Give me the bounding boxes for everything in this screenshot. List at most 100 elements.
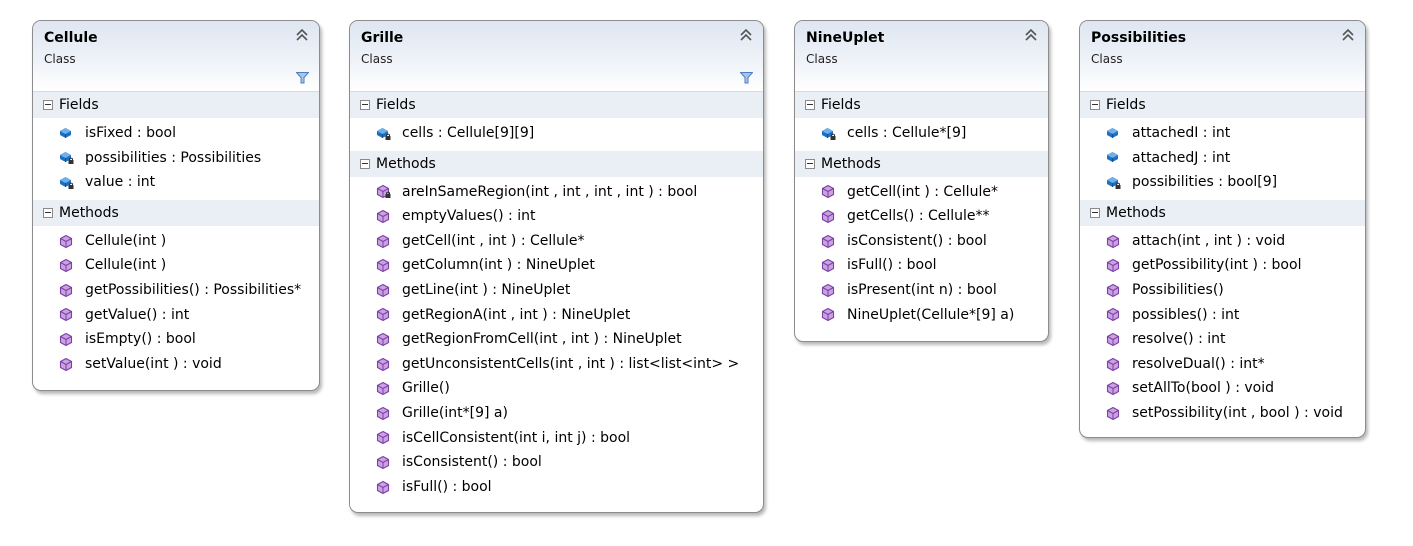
method-row[interactable]: Grille() [350, 376, 763, 401]
field-list: cells : Cellule*[9] [795, 118, 1048, 151]
method-row[interactable]: emptyValues() : int [350, 204, 763, 229]
fields-section-header[interactable]: Fields [350, 92, 763, 118]
collapse-section-icon[interactable] [805, 100, 815, 110]
section-label: Methods [59, 204, 119, 221]
field-icon [1107, 127, 1118, 138]
method-row[interactable]: resolveDual() : int* [1080, 352, 1365, 377]
field-signature: attachedJ : int [1132, 149, 1231, 166]
method-signature: Possibilities() [1132, 281, 1224, 298]
method-row[interactable]: isFull() : bool [350, 475, 763, 500]
method-row[interactable]: isEmpty() : bool [33, 327, 319, 352]
method-row[interactable]: getLine(int ) : NineUplet [350, 278, 763, 303]
fields-section-header[interactable]: Fields [1080, 92, 1365, 118]
private-field-icon [377, 127, 391, 140]
field-row[interactable]: cells : Cellule[9][9] [350, 121, 763, 146]
method-row[interactable]: getValue() : int [33, 303, 319, 328]
method-row[interactable]: Cellule(int ) [33, 229, 319, 254]
method-row[interactable]: isConsistent() : bool [350, 450, 763, 475]
collapse-section-icon[interactable] [360, 100, 370, 110]
methods-section-header[interactable]: Methods [33, 199, 319, 226]
class-header[interactable]: Cellule Class [33, 21, 319, 92]
method-signature: Grille(int*[9] a) [402, 404, 508, 421]
method-row[interactable]: attach(int , int ) : void [1080, 229, 1365, 254]
method-row[interactable]: resolve() : int [1080, 327, 1365, 352]
private-field-icon [822, 127, 836, 140]
fields-section-header[interactable]: Fields [33, 92, 319, 118]
section-label: Methods [376, 155, 436, 172]
method-row[interactable]: getRegionA(int , int ) : NineUplet [350, 303, 763, 328]
method-row[interactable]: getPossibility(int ) : bool [1080, 253, 1365, 278]
method-icon [376, 332, 390, 347]
method-row[interactable]: Grille(int*[9] a) [350, 401, 763, 426]
method-row[interactable]: areInSameRegion(int , int , int , int ) … [350, 180, 763, 205]
method-row[interactable]: getColumn(int ) : NineUplet [350, 253, 763, 278]
collapse-section-icon[interactable] [1090, 207, 1100, 218]
collapse-chevron-icon[interactable] [295, 28, 309, 42]
collapse-chevron-icon[interactable] [1024, 28, 1038, 42]
field-row[interactable]: value : int [33, 170, 319, 195]
class-header[interactable]: Grille Class [350, 21, 763, 92]
collapse-section-icon[interactable] [360, 158, 370, 169]
method-row[interactable]: Cellule(int ) [33, 253, 319, 278]
methods-section-header[interactable]: Methods [795, 150, 1048, 177]
class-kind-label: Class [1091, 52, 1123, 66]
field-row[interactable]: attachedI : int [1080, 121, 1365, 146]
collapse-chevron-icon[interactable] [1341, 28, 1355, 42]
filter-icon[interactable] [740, 72, 753, 84]
collapse-section-icon[interactable] [1090, 100, 1100, 110]
method-row[interactable]: getCell(int ) : Cellule* [795, 180, 1048, 205]
method-icon [1106, 259, 1120, 273]
method-row[interactable]: isCellConsistent(int i, int j) : bool [350, 426, 763, 451]
method-row[interactable]: getRegionFromCell(int , int ) : NineUple… [350, 327, 763, 352]
field-row[interactable]: possibilities : bool[9] [1080, 170, 1365, 195]
method-row[interactable]: getCell(int , int ) : Cellule* [350, 229, 763, 254]
method-row[interactable]: isFull() : bool [795, 253, 1048, 278]
fields-section-header[interactable]: Fields [795, 92, 1048, 118]
method-signature: getRegionA(int , int ) : NineUplet [402, 306, 631, 323]
field-signature: value : int [85, 174, 156, 191]
method-signature: getCell(int ) : Cellule* [847, 183, 998, 200]
method-signature: Cellule(int ) [85, 257, 167, 274]
field-row[interactable]: attachedJ : int [1080, 146, 1365, 171]
method-signature: emptyValues() : int [402, 208, 536, 225]
method-icon [821, 308, 835, 322]
collapse-section-icon[interactable] [805, 158, 815, 169]
method-row[interactable]: getCells() : Cellule** [795, 204, 1048, 229]
method-row[interactable]: setAllTo(bool ) : void [1080, 376, 1365, 401]
method-row[interactable]: possibles() : int [1080, 303, 1365, 328]
methods-section-header[interactable]: Methods [1080, 199, 1365, 226]
method-row[interactable]: setPossibility(int , bool ) : void [1080, 401, 1365, 426]
collapse-chevron-icon[interactable] [739, 28, 753, 42]
class-header[interactable]: Possibilities Class [1080, 21, 1365, 92]
field-row[interactable]: isFixed : bool [33, 121, 319, 146]
method-row[interactable]: setValue(int ) : void [33, 352, 319, 377]
method-signature: getCells() : Cellule** [847, 208, 990, 225]
method-row[interactable]: getPossibilities() : Possibilities* [33, 278, 319, 303]
field-list: attachedI : int attachedJ : int possibilit… [1080, 118, 1365, 200]
method-signature: getRegionFromCell(int , int ) : NineUple… [402, 331, 682, 348]
class-box-nineuplet[interactable]: NineUplet Class Fields cells : Cellule*[… [794, 20, 1049, 342]
collapse-section-icon[interactable] [43, 100, 53, 110]
class-kind-label: Class [361, 52, 393, 66]
method-row[interactable]: getUnconsistentCells(int , int ) : list<… [350, 352, 763, 377]
method-icon [821, 234, 835, 248]
class-header[interactable]: NineUplet Class [795, 21, 1048, 92]
method-icon [59, 332, 73, 347]
class-box-possibilities[interactable]: Possibilities Class Fields attachedI : i… [1079, 20, 1366, 438]
method-signature: attach(int , int ) : void [1132, 232, 1286, 249]
method-icon [59, 357, 73, 371]
method-icon [376, 431, 390, 445]
field-row[interactable]: possibilities : Possibilities [33, 146, 319, 171]
method-signature: resolve() : int [1132, 331, 1226, 348]
class-box-grille[interactable]: Grille Class Fields cells : Cellule[9][9… [349, 20, 764, 513]
filter-icon[interactable] [296, 72, 309, 84]
methods-section-header[interactable]: Methods [350, 150, 763, 177]
method-row[interactable]: isPresent(int n) : bool [795, 278, 1048, 303]
method-row[interactable]: NineUplet(Cellule*[9] a) [795, 303, 1048, 328]
method-row[interactable]: Possibilities() [1080, 278, 1365, 303]
collapse-section-icon[interactable] [43, 207, 53, 218]
method-row[interactable]: isConsistent() : bool [795, 229, 1048, 254]
field-row[interactable]: cells : Cellule*[9] [795, 121, 1048, 146]
